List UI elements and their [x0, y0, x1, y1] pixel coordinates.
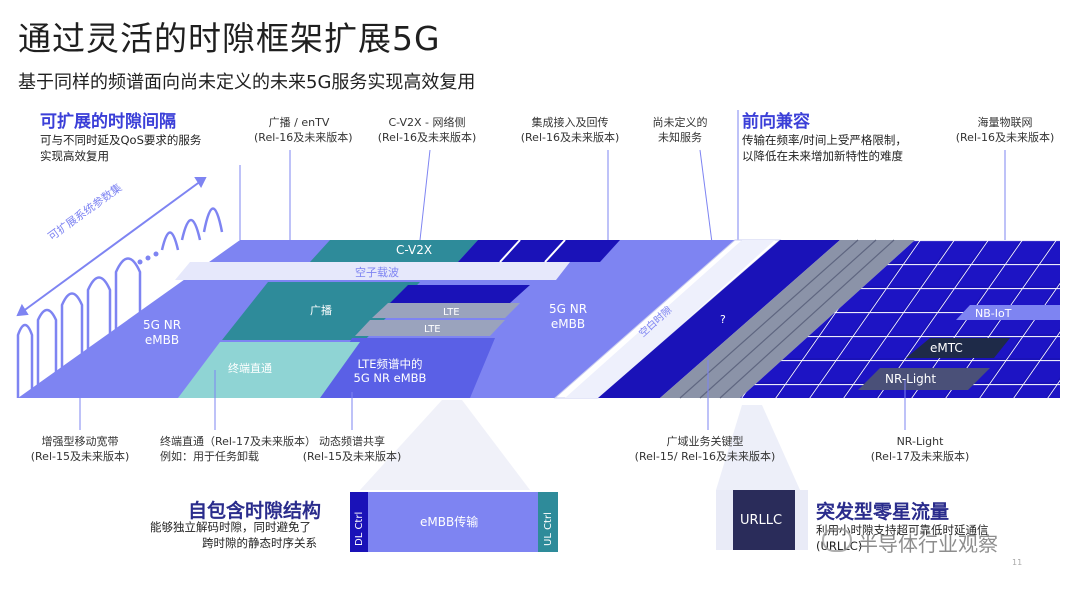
sidelink-label: 空子载波 [355, 266, 399, 279]
bottom-d2d-2: 例如：用于任务卸载 [160, 450, 259, 463]
embb-left-label-2: eMBB [144, 333, 180, 347]
bottom-dss-1: 动态频谱共享 [319, 435, 385, 448]
dss-block [320, 338, 495, 398]
nrlight-block [858, 368, 990, 390]
nbiot-label: NB-IoT [975, 307, 1012, 320]
forward-compat-title: 前向兼容 [742, 112, 810, 132]
dss-label-1: LTE频谱中的 [357, 357, 423, 371]
urllc-block [733, 490, 795, 550]
wechat-icon [822, 528, 852, 552]
watermark: 半导体行业观察 [858, 532, 998, 556]
bottom-embb-1: 增强型移动宽带 [41, 435, 119, 448]
dl-ctrl-label: DL Ctrl [354, 511, 365, 546]
unknown-block [598, 240, 840, 398]
ul-ctrl-block [538, 492, 558, 552]
ul-ctrl-label: UL Ctrl [543, 512, 554, 546]
numerology-bumps [16, 207, 224, 398]
iot-grid [740, 240, 1060, 398]
label-broadcast-1: 广播 / enTV [268, 116, 330, 129]
lte-label-2: LTE [424, 324, 441, 335]
cv2x-block [310, 240, 478, 262]
broadcast-label: 广播 [310, 304, 332, 317]
blank-slot-fill [565, 240, 775, 398]
bottom-nrlight-2: (Rel-17及未来版本) [870, 450, 970, 463]
bottom-urllc-2: (Rel-15/ Rel-16及未来版本) [634, 450, 776, 463]
nbiot-block [956, 305, 1060, 320]
label-iot-2: (Rel-16及未来版本) [955, 131, 1055, 144]
bottom-embb-2: (Rel-15及未来版本) [30, 450, 130, 463]
zoom-cone-right [716, 405, 800, 490]
bottom-leader-lines [79, 360, 906, 430]
unknown-label: ? [720, 313, 726, 326]
dl-ctrl-block [350, 492, 368, 552]
scalable-interval-desc-2: 实现高效复用 [40, 149, 109, 163]
label-iot-1: 海量物联网 [977, 116, 1033, 129]
scalable-interval-desc-1: 可与不同时延及QoS要求的服务 [40, 133, 202, 147]
dss-label-2: 5G NR eMBB [353, 371, 427, 385]
bottom-dss-2: (Rel-15及未来版本) [302, 450, 402, 463]
dark-block-mid [390, 285, 530, 303]
urllc-label: URLLC [740, 513, 783, 528]
bottom-nrlight-1: NR-Light [896, 435, 944, 448]
self-contained-title: 自包含时隙结构 [188, 500, 322, 522]
forward-compat-desc-2: 以降低在未来增加新特性的难度 [742, 149, 903, 163]
bottom-d2d-1: 终端直通（Rel-17及未来版本） [160, 435, 316, 448]
label-cv2x-1: C-V2X - 网络侧 [388, 116, 466, 129]
lte-label-1: LTE [443, 307, 460, 318]
self-contained-desc-2: 跨时隙的静态时序关系 [202, 536, 317, 550]
lte-block-2 [355, 320, 505, 336]
label-broadcast-2: (Rel-16及未来版本) [254, 131, 353, 144]
self-contained-desc-1: 能够独立解码时隙，同时避免了 [150, 520, 311, 534]
embb-mid-label-1: 5G NR [548, 302, 588, 316]
label-iab-2: (Rel-16及未来版本) [520, 131, 620, 144]
page-subtitle: 基于同样的频谱面向尚未定义的未来5G服务实现高效复用 [18, 72, 476, 93]
forward-compat-desc-1: 传输在频率/时间上受严格限制， [742, 133, 907, 147]
numerology-arrow [16, 177, 207, 317]
bursty-title: 突发型零星流量 [816, 501, 950, 523]
bottom-urllc-1: 广域业务关键型 [666, 435, 744, 448]
nrlight-band-label: NR-Light [885, 372, 937, 386]
emtc-label: eMTC [930, 341, 963, 355]
scalable-interval-title: 可扩展的时隙间隔 [40, 112, 176, 132]
embb-tx-label: eMBB传输 [420, 515, 479, 529]
label-iab-1: 集成接入及回传 [531, 116, 609, 129]
d2d-block [178, 342, 360, 398]
page-title: 通过灵活的时隙框架扩展5G [18, 19, 441, 58]
ellipsis-dots [137, 251, 159, 265]
label-unknown-2: 未知服务 [658, 131, 702, 144]
zoom-cone-left [360, 400, 530, 490]
embb-tx-block [368, 492, 538, 552]
lte-block-1 [372, 303, 520, 318]
label-unknown-1: 尚未定义的 [652, 116, 708, 129]
embb-left-label-1: 5G NR [142, 318, 182, 332]
bursty-desc-1: 利用小时隙支持超可靠低时延通信 [816, 523, 989, 537]
page-number: 11 [1012, 558, 1023, 567]
label-cv2x-2: (Rel-16及未来版本) [377, 131, 477, 144]
dark-block-top [458, 240, 620, 262]
d2d-label: 终端直通 [228, 362, 272, 375]
cv2x-label: C-V2X [396, 243, 433, 257]
embb-mid-label-2: eMBB [550, 317, 586, 331]
emtc-block [906, 338, 1010, 358]
sidelink-strip [175, 262, 570, 280]
